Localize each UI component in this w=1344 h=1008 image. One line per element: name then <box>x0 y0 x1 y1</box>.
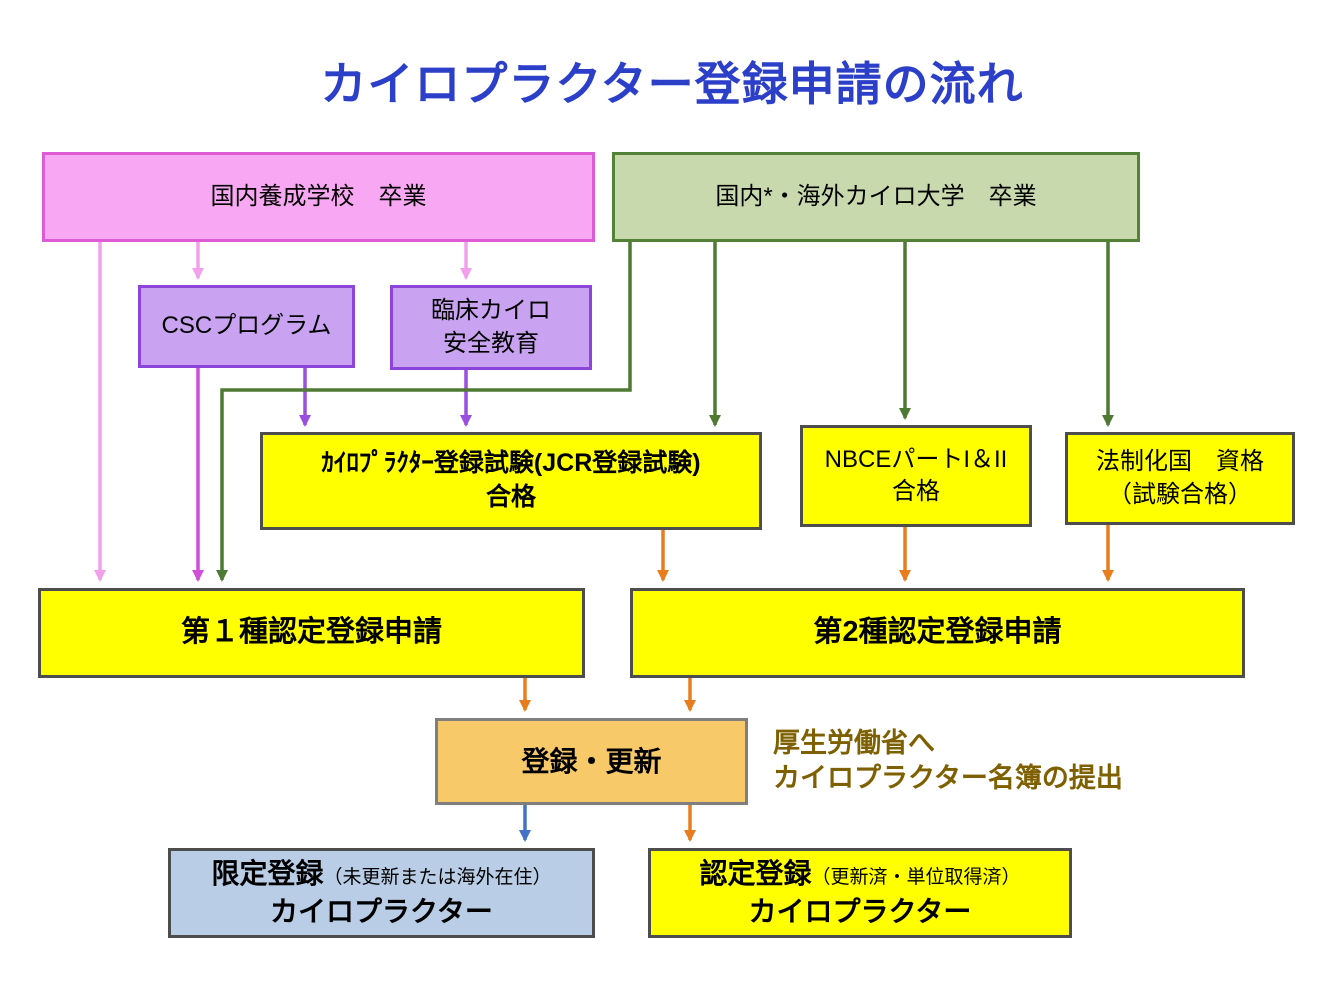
nbce-line1: NBCEパートI＆II <box>824 445 1008 473</box>
node-chiro-university-graduation: 国内*・海外カイロ大学 卒業 <box>612 152 1140 242</box>
certified-title: 認定登録 <box>699 858 812 890</box>
certified-line2: カイロプラクター <box>748 896 972 927</box>
limited-note: （未更新または海外在住） <box>323 867 552 889</box>
nbce-line2: 合格 <box>892 478 940 505</box>
annotation-line1: 厚生労働省へ <box>773 728 935 758</box>
node-limited-registration: 限定登録 （未更新または海外在住） カイロプラクター <box>168 848 595 938</box>
register-update-label: 登録・更新 <box>521 745 662 777</box>
certified-note: （更新済・単位取得済） <box>811 867 1021 889</box>
ministry-annotation: 厚生労働省へ カイロプラクター名簿の提出 <box>773 726 1123 796</box>
limited-line2: カイロプラクター <box>270 896 493 927</box>
type2-label: 第2種認定登録申請 <box>813 616 1062 649</box>
node-clinical-safety-education: 臨床カイロ 安全教育 <box>390 285 592 370</box>
legalized-line1: 法制化国 資格 <box>1096 448 1264 476</box>
jcr-exam-line1: ｶｲﾛﾌﾟﾗｸﾀｰ登録試験(JCR登録試験) <box>321 449 701 478</box>
limited-title: 限定登録 <box>211 858 324 890</box>
node-certified-registration: 認定登録 （更新済・単位取得済） カイロプラクター <box>648 848 1072 938</box>
node-nbce-exam: NBCEパートI＆II 合格 <box>800 425 1032 527</box>
page-title: カイロプラクター登録申請の流れ <box>320 58 1024 110</box>
node-type2-application: 第2種認定登録申請 <box>630 588 1245 678</box>
node-domestic-school-label: 国内養成学校 卒業 <box>210 182 427 210</box>
node-type1-application: 第１種認定登録申請 <box>38 588 585 678</box>
node-chiro-university-label: 国内*・海外カイロ大学 卒業 <box>715 182 1037 210</box>
clinical-safety-line2: 安全教育 <box>443 329 539 357</box>
node-legalized-country-qualification: 法制化国 資格 （試験合格） <box>1065 432 1295 525</box>
jcr-exam-line2: 合格 <box>485 483 536 511</box>
node-jcr-registration-exam: ｶｲﾛﾌﾟﾗｸﾀｰ登録試験(JCR登録試験) 合格 <box>260 432 762 530</box>
clinical-safety-line1: 臨床カイロ <box>431 297 551 325</box>
node-csc-label: CSCプログラム <box>161 312 332 340</box>
node-csc-program: CSCプログラム <box>138 285 355 368</box>
node-register-update: 登録・更新 <box>435 718 748 805</box>
annotation-line2: カイロプラクター名簿の提出 <box>773 763 1123 794</box>
legalized-line2: （試験合格） <box>1108 480 1252 508</box>
node-domestic-school-graduation: 国内養成学校 卒業 <box>42 152 595 242</box>
type1-label: 第１種認定登録申請 <box>180 616 442 649</box>
